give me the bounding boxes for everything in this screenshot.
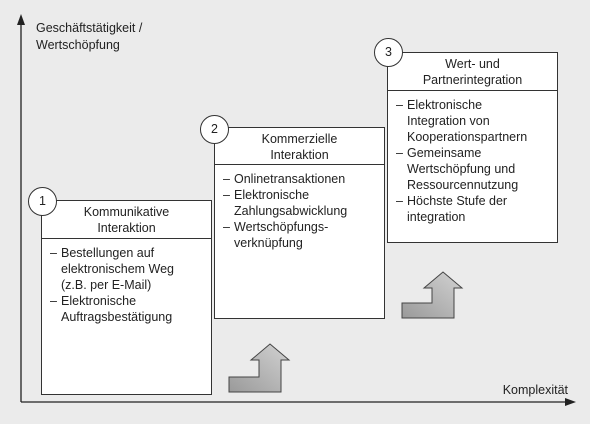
stage-3-number: 3: [374, 38, 403, 67]
stage-1-box: Kommunikative Interaktion Bestellungen a…: [41, 200, 212, 395]
stage-3-title: Wert- und Partnerintegration: [388, 53, 557, 91]
stage-3-box: Wert- und Partnerintegration Elektronisc…: [387, 52, 558, 243]
list-item-line: Wertschöpfung und: [407, 162, 516, 176]
stage-title-line: Interaktion: [270, 148, 329, 162]
stage-title-line: Kommerzielle: [261, 132, 338, 146]
stage-2-number: 2: [200, 115, 229, 144]
step-arrow-1: [228, 343, 291, 393]
list-item-line: Höchste Stufe der: [407, 194, 508, 208]
y-axis-arrowhead: [17, 14, 25, 25]
list-item: Wertschöpfungs- verknüpfung: [223, 219, 380, 251]
list-item: Onlinetransaktionen: [223, 171, 380, 187]
list-item-line: Onlinetransaktionen: [234, 172, 346, 186]
y-axis-label-line: Wertschöpfung: [36, 38, 120, 52]
x-axis-label: Komplexität: [502, 383, 568, 397]
list-item: Elektronische Auftragsbestätigung: [50, 293, 207, 325]
list-item-line: Gemeinsame: [407, 146, 482, 160]
stage-title-line: Wert- und: [445, 57, 500, 71]
list-item-line: Elektronische: [61, 294, 137, 308]
stage-3-list: Elektronische Integration von Kooperatio…: [388, 91, 557, 225]
stage-1-list: Bestellungen auf elektronischem Weg (z.B…: [42, 239, 211, 325]
list-item-line: Elektronische: [234, 188, 310, 202]
list-item: Höchste Stufe der integration: [396, 193, 553, 225]
stage-2-list: Onlinetransaktionen Elektronische Zahlun…: [215, 165, 384, 251]
list-item: Gemeinsame Wertschöpfung und Ressourcenn…: [396, 145, 553, 193]
list-item-line: Kooperationspartnern: [407, 130, 528, 144]
list-item-line: Elektronische: [407, 98, 483, 112]
list-item-line: Integration von: [407, 114, 490, 128]
step-arrow-2: [401, 271, 464, 319]
stage-title-line: Interaktion: [97, 221, 156, 235]
y-axis-label: Geschäftstätigkeit / Wertschöpfung: [36, 20, 186, 54]
stage-title-line: Kommunikative: [83, 205, 170, 219]
list-item-line: elektronischem Weg: [61, 262, 175, 276]
stage-1-number: 1: [28, 187, 57, 216]
list-item-line: Auftragsbestätigung: [61, 310, 173, 324]
x-axis-arrowhead: [565, 398, 576, 406]
stage-2-title: Kommerzielle Interaktion: [215, 128, 384, 165]
list-item-line: Ressourcennutzung: [407, 178, 519, 192]
list-item-line: Wertschöpfungs-: [234, 220, 329, 234]
list-item-line: Zahlungsabwicklung: [234, 204, 348, 218]
list-item-line: verknüpfung: [234, 236, 303, 250]
list-item-line: Bestellungen auf: [61, 246, 155, 260]
list-item: Bestellungen auf elektronischem Weg (z.B…: [50, 245, 207, 293]
list-item-line: integration: [407, 210, 466, 224]
stage-title-line: Partnerintegration: [422, 73, 523, 87]
y-axis-label-line: Geschäftstätigkeit /: [36, 21, 143, 35]
list-item: Elektronische Integration von Kooperatio…: [396, 97, 553, 145]
stage-2-box: Kommerzielle Interaktion Onlinetransakti…: [214, 127, 385, 319]
list-item-line: (z.B. per E-Mail): [61, 278, 152, 292]
stage-1-title: Kommunikative Interaktion: [42, 201, 211, 239]
list-item: Elektronische Zahlungsabwicklung: [223, 187, 380, 219]
